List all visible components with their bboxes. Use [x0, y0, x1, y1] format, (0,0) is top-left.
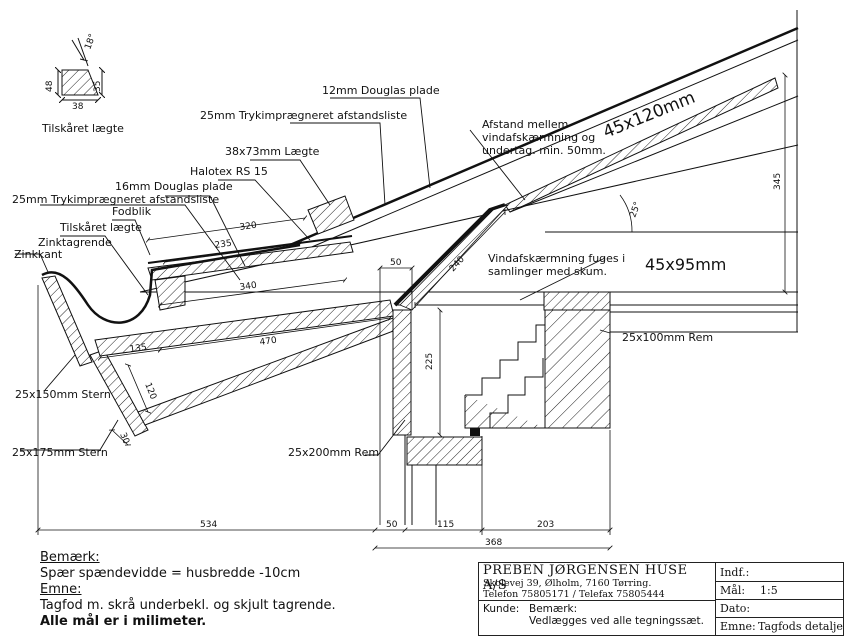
- dim-38: 38: [72, 102, 84, 112]
- label-stern-175: 25x175mm Stern: [12, 446, 108, 459]
- stern-25x150: [41, 275, 93, 367]
- indf-label: Indf.:: [720, 566, 750, 579]
- dim-470: 470: [259, 336, 278, 348]
- company-name: PREBEN JØRGENSEN HUSE A/S: [483, 563, 688, 593]
- zinc-gutter: [41, 243, 301, 324]
- label-batten-38x73: 38x73mm Lægte: [225, 145, 320, 158]
- bemaerk-text: Spær spændevidde = husbredde -10cm: [40, 566, 301, 581]
- label-spacer-25-top: 25mm Trykimprægneret afstandsliste: [200, 109, 407, 122]
- label-stern-150: 25x150mm Stern: [15, 388, 111, 401]
- label-spacer-25-low: 25mm Trykimprægneret afstandsliste: [12, 193, 219, 206]
- mm-note: Alle mål er i milimeter.: [40, 614, 207, 629]
- label-joist-big: 45x95mm: [645, 255, 726, 274]
- soffit-boards: [94, 299, 397, 426]
- dim-345: 345: [773, 173, 783, 190]
- field-emne: Emne: Tagfods detalje: [716, 617, 843, 635]
- label-fodblik: Fodblik: [112, 205, 152, 218]
- dim-235: 235: [214, 239, 232, 251]
- dim-203: 203: [537, 520, 554, 530]
- title-block-divider: [479, 600, 715, 601]
- label-douglas-12: 12mm Douglas plade: [322, 84, 440, 97]
- title-block: PREBEN JØRGENSEN HUSE A/S Skolevej 39, Ø…: [478, 562, 844, 636]
- label-distance-3: undertag. min. 50mm.: [482, 144, 606, 157]
- dim-48: 48: [45, 80, 55, 92]
- company-address: Skolevej 39, Ølholm, 7160 Tørring. Telef…: [483, 578, 665, 600]
- dim-225: 225: [425, 353, 435, 370]
- company-phone: Telefon 75805171 / Telefax 75805444: [483, 589, 665, 600]
- lower-roof-plates: [147, 235, 354, 311]
- field-dato: Dato:: [716, 599, 843, 618]
- maal-label: Mål:: [720, 584, 746, 597]
- emne-text: Tagfod m. skrå underbekl. og skjult tagr…: [40, 598, 336, 613]
- dim-340: 340: [239, 281, 258, 293]
- label-distance-1: Afstand mellem: [482, 118, 568, 131]
- label-wind-1: Vindafskærmning fuges i: [488, 252, 625, 265]
- field-maal: Mål: 1:5: [716, 581, 843, 600]
- dim-320: 320: [239, 221, 258, 233]
- title-block-note: Bemærk: Vedlægges ved alle tegningssæt.: [529, 603, 704, 627]
- batten-38x73: [307, 195, 355, 235]
- dim-120: 120: [142, 381, 158, 401]
- maal-value: 1:5: [760, 584, 778, 597]
- dim-534: 534: [200, 520, 217, 530]
- label-douglas-16: 16mm Douglas plade: [115, 180, 233, 193]
- title-note-heading: Bemærk:: [529, 603, 578, 615]
- cut-batten-label: Tilskåret lægte: [41, 122, 124, 135]
- label-distance-2: vindafskærmning og: [482, 131, 595, 144]
- label-rem-100: 25x100mm Rem: [622, 331, 713, 344]
- dim-30: 30: [117, 431, 131, 446]
- dim-135: 135: [129, 343, 147, 355]
- dim-115: 115: [437, 520, 454, 530]
- title-block-company: PREBEN JØRGENSEN HUSE A/S Skolevej 39, Ø…: [479, 563, 716, 635]
- label-zinc-edge: Zinkkant: [14, 248, 63, 261]
- label-rem-200: 25x200mm Rem: [288, 446, 379, 459]
- dim-18deg: 18°: [83, 33, 98, 51]
- label-wind-2: samlinger med skum.: [488, 265, 607, 278]
- kunde-label: Kunde:: [483, 603, 520, 615]
- bemaerk-heading: Bemærk:: [40, 550, 100, 565]
- rem-25x200: [392, 309, 437, 525]
- label-zinc-gutter: Zinktagrende: [38, 236, 112, 249]
- cut-batten-section: 18° 48 38 35 Tilskåret lægte: [41, 33, 124, 135]
- emne-label: Emne:: [720, 620, 756, 633]
- dim-368: 368: [485, 538, 502, 548]
- dim-25deg: 25°: [628, 201, 643, 219]
- title-block-fields: Indf.: Mål: 1:5 Dato: Emne: Tagfods deta…: [716, 563, 843, 635]
- label-cut-batten-2: Tilskåret lægte: [59, 221, 142, 234]
- notes-block: Bemærk: Spær spændevidde = husbredde -10…: [40, 550, 460, 630]
- dato-label: Dato:: [720, 602, 751, 615]
- emne-value: Tagfods detalje: [758, 620, 843, 633]
- dimension-lines: [38, 75, 785, 548]
- dim-b50: 50: [386, 520, 398, 530]
- emne-heading: Emne:: [40, 582, 82, 597]
- dim-35: 35: [93, 81, 103, 92]
- wall-plates: [406, 291, 611, 466]
- label-rafter-big: 45x120mm: [600, 88, 698, 143]
- field-indf: Indf.:: [716, 563, 843, 582]
- title-note-text: Vedlægges ved alle tegningssæt.: [529, 615, 704, 627]
- company-street: Skolevej 39, Ølholm, 7160 Tørring.: [483, 578, 652, 589]
- dim-50: 50: [390, 258, 402, 268]
- label-halotex: Halotex RS 15: [190, 165, 268, 178]
